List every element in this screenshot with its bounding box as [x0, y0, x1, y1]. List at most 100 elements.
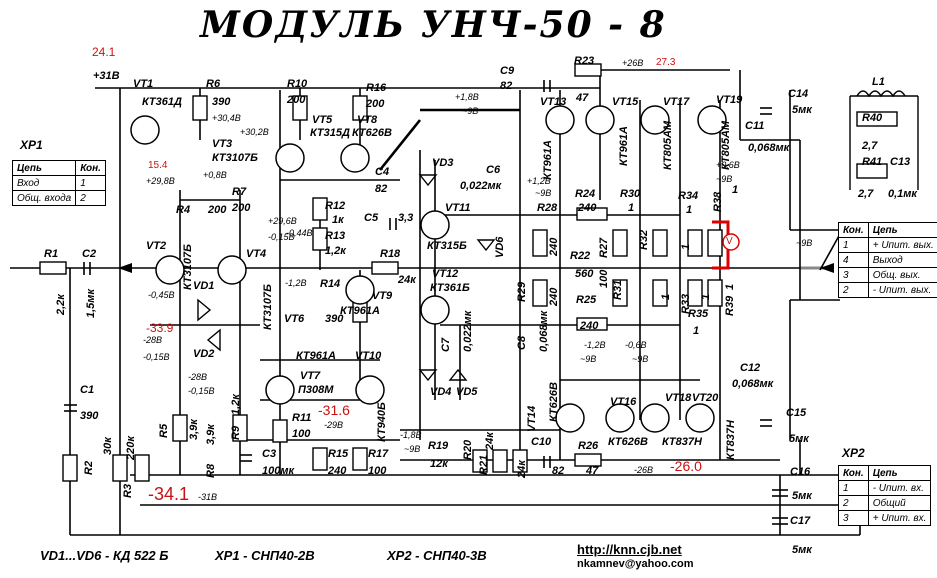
resistor-label: R19 — [428, 440, 449, 452]
resistor-label: R39 — [724, 295, 736, 316]
voltage-label: ~9В — [580, 354, 597, 364]
transistor-type: КТ315Д — [310, 127, 350, 139]
transistor-type: КТ626В — [548, 382, 560, 422]
voltage-label: +1,8В — [455, 92, 479, 102]
resistor-label: R25 — [576, 294, 597, 306]
resistor-label: R18 — [380, 248, 401, 260]
website-link[interactable]: http://knn.cjb.net — [577, 542, 682, 557]
transistor-label: VT3 — [212, 138, 233, 150]
resistor-value: 1 — [693, 325, 700, 337]
capacitor-value: 5мк — [792, 104, 812, 116]
resistor-value: 1 — [732, 184, 739, 196]
resistor-label: R29 — [516, 281, 528, 302]
capacitor-label: C10 — [531, 436, 552, 448]
capacitor-value: 0,068мк — [748, 142, 790, 154]
voltage-label: +26В — [622, 58, 644, 68]
resistor-label: R12 — [325, 200, 346, 212]
resistor-value: 1 — [724, 283, 736, 290]
resistor-value: 47 — [576, 92, 589, 104]
table-cell: Выход — [867, 252, 937, 268]
measured-voltage-annotation: -31.6 — [318, 402, 350, 418]
table-cell: 3 — [838, 267, 869, 283]
table-header: Кон. — [838, 465, 869, 481]
transistor-label: VT20 — [692, 392, 719, 404]
capacitor-value: 0,068мк — [732, 378, 774, 390]
resistor-value: 24к — [398, 274, 416, 286]
resistor-label: R21 — [478, 454, 490, 475]
diode-label: VD3 — [432, 157, 454, 169]
resistor-value: 200 — [366, 98, 385, 110]
transistor-label: VT9 — [372, 290, 393, 302]
voltage-label: ~9В — [404, 444, 421, 454]
xp1-title: XP1 — [20, 138, 43, 152]
resistor-value: 240 — [578, 202, 597, 214]
table-cell: 2 — [838, 495, 869, 511]
voltage-label: -1,2В — [285, 278, 307, 288]
capacitor-value: 82 — [552, 465, 565, 477]
transistor-label: VT14 — [526, 405, 538, 432]
resistor-value: 240 — [548, 237, 560, 256]
xp2-title: XP2 — [842, 446, 865, 460]
resistor-value: 100 — [598, 269, 610, 288]
schematic-title: МОДУЛЬ УНЧ-50 - 8 — [200, 4, 667, 46]
output-connector-table: Кон. Цепь 1 + Uпит. вых. 4 Выход 3 Общ. … — [838, 222, 937, 298]
resistor-value: 2,7 — [858, 188, 874, 200]
resistor-value: 1 — [660, 293, 672, 300]
resistor-label: R38 — [712, 191, 724, 212]
capacitor-value: 390 — [80, 410, 99, 422]
table-row: 1 - Uпит. вх. — [838, 480, 932, 496]
capacitor-value: 0,022мк — [462, 310, 474, 352]
resistor-label: R26 — [578, 440, 599, 452]
table-cell: 1 — [838, 237, 869, 253]
resistor-value: 100 — [368, 465, 387, 477]
resistor-value: 200 — [208, 204, 227, 216]
resistor-value: 24к — [484, 432, 496, 450]
table-header-row: Кон. Цепь — [838, 465, 932, 481]
transistor-type: КТ626В — [608, 436, 648, 448]
voltage-label: -0,45В — [148, 290, 175, 300]
transistor-label: VT1 — [133, 78, 154, 90]
voltage-label: ~9В — [796, 238, 813, 248]
capacitor-value: 5мк — [792, 490, 812, 502]
voltage-label: +31В — [93, 70, 120, 82]
table-header: Цепь — [11, 160, 77, 176]
voltage-label: -26В — [634, 465, 654, 475]
diode-label: VD2 — [193, 348, 215, 360]
resistor-label: R17 — [368, 448, 389, 460]
capacitor-label: C8 — [516, 335, 528, 350]
capacitor-label: C9 — [500, 65, 515, 77]
resistor-label: R40 — [862, 112, 883, 124]
capacitor-label: C11 — [745, 120, 765, 132]
voltage-label: -0,15В — [143, 352, 170, 362]
resistor-value: 240 — [328, 465, 347, 477]
transistor-label: VT5 — [312, 114, 333, 126]
transistor-type: КТ3107Б — [212, 152, 258, 164]
diode-label: VD1 — [193, 280, 215, 292]
capacitor-label: C5 — [364, 212, 379, 224]
measured-voltage-annotation: -33.9 — [146, 321, 174, 335]
inductor-label: L1 — [872, 76, 885, 88]
voltage-label: +29,6В — [268, 216, 297, 226]
transistor-label: VT6 — [284, 313, 305, 325]
resistor-value: 1,2к — [230, 394, 242, 415]
voltage-label: -0,44В — [286, 228, 313, 238]
resistor-value: 24к — [516, 460, 528, 478]
capacitor-value: 3,3 — [398, 212, 414, 224]
transistor-type: КТ315Б — [427, 240, 467, 252]
resistor-value: 2,2к — [55, 294, 67, 315]
resistor-label: R35 — [688, 308, 709, 320]
transistor-label: VT10 — [355, 350, 382, 362]
transistor-label: VT7 — [300, 370, 321, 382]
table-row: 3 Общ. вых. — [838, 267, 937, 283]
voltmeter-icon: V — [726, 236, 733, 247]
resistor-label: R7 — [232, 186, 247, 198]
resistor-value: 240 — [548, 287, 560, 306]
transistor-type: КТ940Б — [376, 402, 388, 442]
resistor-label: R14 — [320, 278, 341, 290]
resistor-value: 390 — [325, 313, 344, 325]
measured-voltage-annotation: -26.0 — [670, 458, 702, 474]
resistor-value: 1,2к — [325, 245, 346, 257]
measured-voltage-annotation: -34.1 — [148, 484, 190, 504]
voltage-label: -28В — [143, 335, 163, 345]
